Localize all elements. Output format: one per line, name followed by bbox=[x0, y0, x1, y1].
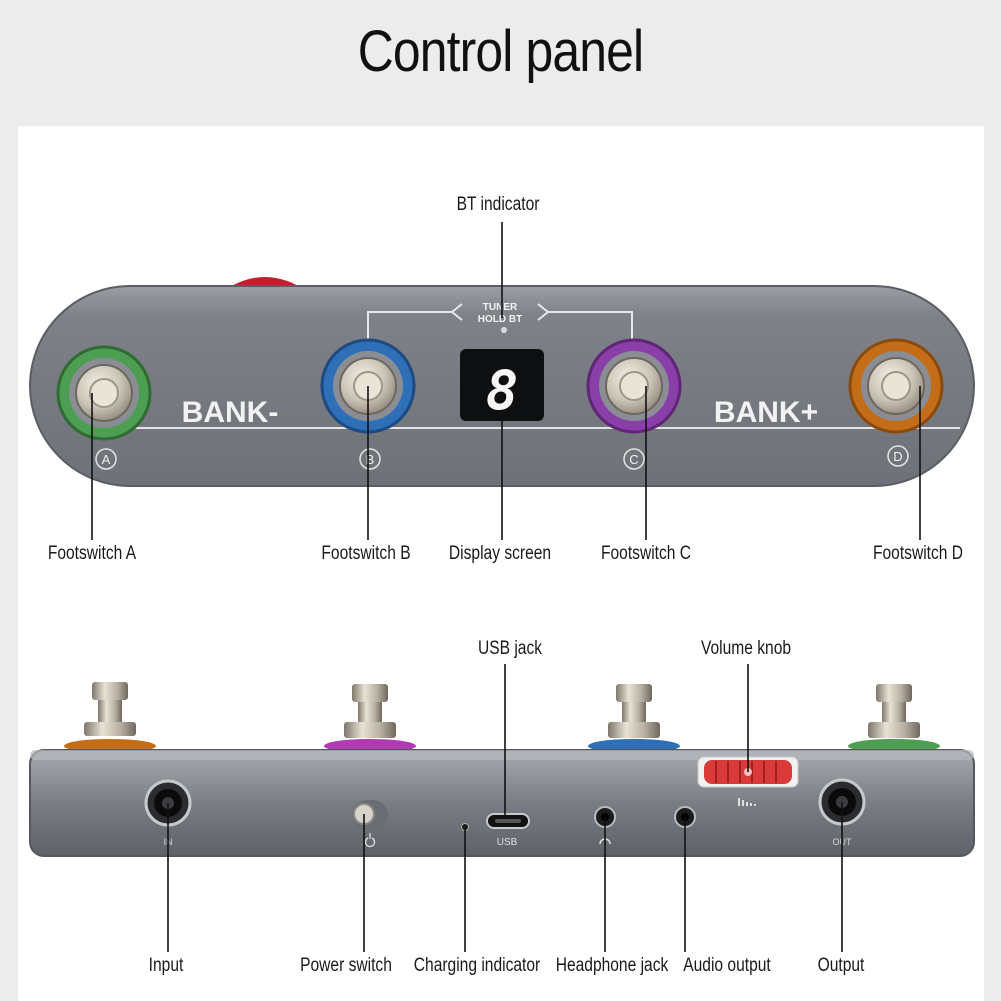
label-volume-knob: Volume knob bbox=[700, 638, 792, 659]
letter-b-badge: B bbox=[359, 448, 381, 470]
bank-plus-label: BANK+ bbox=[714, 396, 818, 429]
label-headphone-jack: Headphone jack bbox=[555, 955, 669, 976]
footswitch-b[interactable] bbox=[320, 338, 416, 434]
footswitch-c[interactable] bbox=[586, 338, 682, 434]
side-footswitch-d[interactable] bbox=[848, 684, 940, 753]
label-power-switch: Power switch bbox=[300, 955, 392, 976]
power-icon bbox=[364, 833, 376, 848]
svg-text:B: B bbox=[366, 452, 375, 467]
top-view: TUNER HOLD BT 8 BANK- BANK+ bbox=[29, 222, 975, 540]
label-footswitch-c: Footswitch C bbox=[600, 543, 692, 564]
letter-c-badge: C bbox=[623, 448, 645, 470]
label-charging-indicator: Charging indicator bbox=[413, 955, 541, 976]
label-footswitch-d: Footswitch D bbox=[872, 543, 964, 564]
label-usb-jack: USB jack bbox=[477, 638, 543, 659]
label-bt-indicator: BT indicator bbox=[456, 194, 540, 215]
side-footswitch-a[interactable] bbox=[64, 682, 156, 753]
label-footswitch-b: Footswitch B bbox=[321, 543, 411, 564]
display-digit: 8 bbox=[486, 359, 519, 422]
bank-minus-label: BANK- bbox=[182, 396, 279, 429]
leader-lines-side bbox=[167, 664, 843, 952]
usb-jack[interactable] bbox=[486, 813, 530, 829]
label-footswitch-a: Footswitch A bbox=[47, 543, 137, 564]
tuner-bracket bbox=[367, 303, 633, 346]
svg-text:C: C bbox=[629, 452, 638, 467]
label-input: Input bbox=[148, 955, 184, 976]
label-display-screen: Display screen bbox=[448, 543, 552, 564]
page-title: Control panel bbox=[357, 19, 644, 84]
volume-level-icon bbox=[738, 798, 756, 806]
tuner-text: TUNER bbox=[483, 302, 518, 313]
hold-bt-text: HOLD BT bbox=[478, 314, 522, 325]
side-footswitch-b[interactable] bbox=[324, 684, 416, 753]
bt-indicator-led bbox=[501, 327, 507, 333]
footswitch-a[interactable] bbox=[56, 345, 152, 441]
letter-a-badge: A bbox=[95, 448, 117, 470]
leader-lines-top bbox=[91, 222, 921, 540]
side-view: IN USB bbox=[29, 664, 975, 952]
usb-port-label: USB bbox=[497, 837, 518, 848]
label-audio-output: Audio output bbox=[683, 955, 771, 976]
letter-d-badge: D bbox=[887, 445, 909, 467]
power-switch[interactable] bbox=[352, 800, 388, 830]
side-footswitch-c[interactable] bbox=[588, 684, 680, 753]
footswitch-d[interactable] bbox=[848, 338, 944, 434]
label-output: Output bbox=[817, 955, 865, 976]
svg-text:D: D bbox=[893, 449, 902, 464]
display-screen bbox=[460, 349, 544, 421]
svg-text:A: A bbox=[102, 452, 111, 467]
